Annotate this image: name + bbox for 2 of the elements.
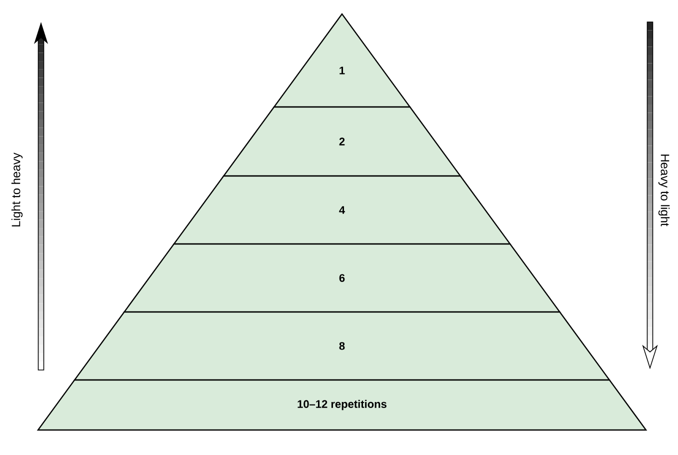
axis-label: Heavy to light xyxy=(658,154,670,226)
axis-label: Light to heavy xyxy=(11,152,23,226)
